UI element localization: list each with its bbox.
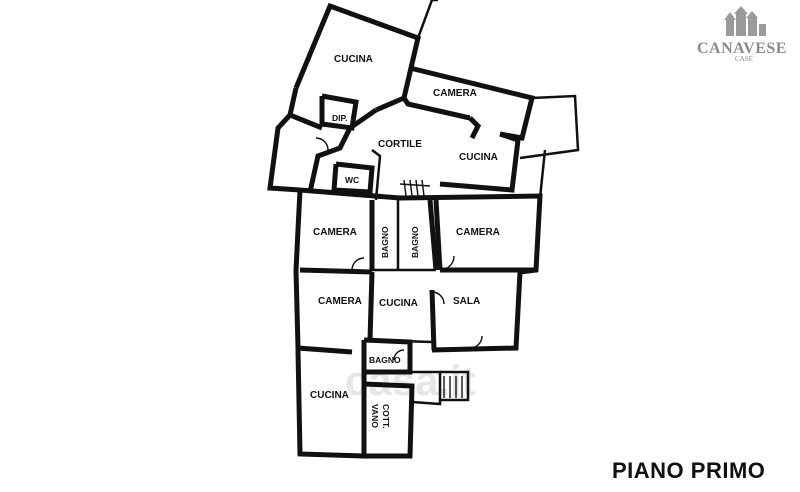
logo-sub: CASE — [735, 55, 753, 63]
room-label-bagno-3: BAGNO — [369, 355, 401, 365]
stairs — [399, 179, 463, 398]
room-label-cucina-right: CUCINA — [459, 152, 498, 163]
logo-name: CANAVESE — [697, 40, 787, 57]
room-label-cortile: CORTILE — [378, 139, 422, 150]
room-label-camera-mid: CAMERA — [318, 296, 362, 307]
floor-title: PIANO PRIMO — [612, 458, 766, 483]
room-label-camera-left: CAMERA — [313, 227, 357, 238]
room-label-camera-top: CAMERA — [433, 88, 477, 99]
logo: CANAVESE CASE — [697, 6, 787, 63]
room-label-camera-right: CAMERA — [456, 227, 500, 238]
room-label-cucina-top: CUCINA — [334, 54, 373, 65]
walls — [267, 0, 580, 459]
room-label-wc: WC — [345, 175, 359, 185]
room-label-cucina-mid: CUCINA — [379, 298, 418, 309]
room-label-cucina-bottom: CUCINA — [310, 390, 349, 401]
room-labels: CUCINA CAMERA DIP. CORTILE CUCINA WC CAM… — [310, 54, 500, 429]
room-label-sala: SALA — [453, 296, 480, 307]
room-label-dip: DIP. — [332, 113, 347, 123]
room-label-bagno-1: BAGNO — [380, 226, 390, 258]
doors — [315, 137, 483, 361]
room-label-vano: VANO — [370, 404, 380, 428]
logo-building-icon — [724, 6, 766, 36]
room-label-bagno-2: BAGNO — [410, 226, 420, 258]
room-label-cott: COTT. — [381, 404, 391, 429]
